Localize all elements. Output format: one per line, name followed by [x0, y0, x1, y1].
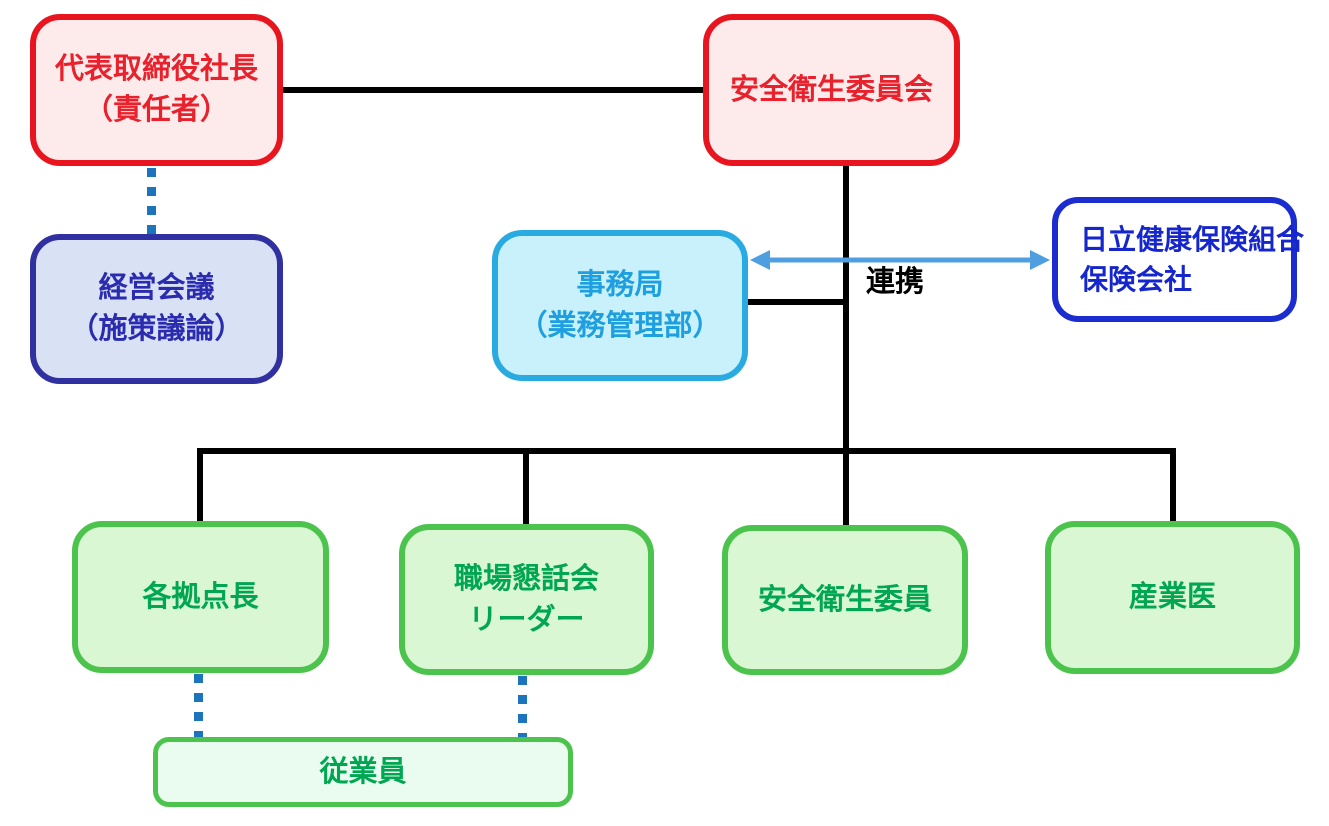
node-president-line2: （責任者）: [83, 94, 229, 126]
dotted-connector-site-employees: [194, 674, 203, 744]
node-safety-committee[interactable]: 安全衛生委員会: [703, 14, 960, 166]
cooperation-label: 連携: [866, 266, 925, 298]
dotted-connector-leaders-employees: [518, 676, 527, 744]
node-president-line1: 代表取締役社長: [54, 53, 258, 86]
connector-secretariat: [746, 299, 846, 305]
cooperation-double-arrow-icon: [750, 250, 1050, 270]
node-management-meeting-line2: （施策議論）: [69, 313, 244, 345]
node-insurance-line2: 保険会社: [1080, 263, 1193, 295]
node-site-managers-label: 各拠点長: [142, 580, 259, 613]
connector-committee-vertical: [843, 164, 849, 527]
node-secretariat-line2: （業務管理部）: [518, 309, 722, 342]
node-employees-label: 従業員: [319, 755, 407, 788]
connector-drop-occupational-physician: [1170, 448, 1176, 524]
node-management-meeting-line1: 経営会議: [98, 272, 215, 305]
node-insurance-partners[interactable]: 日立健康保険組合 保険会社: [1052, 197, 1304, 322]
node-secretariat[interactable]: 事務局 （業務管理部）: [492, 230, 748, 381]
node-workplace-leaders[interactable]: 職場懇話会 リーダー: [399, 524, 654, 675]
node-management-meeting[interactable]: 経営会議 （施策議論）: [30, 234, 283, 384]
node-occupational-physician-label: 産業医: [1128, 581, 1216, 614]
node-safety-members[interactable]: 安全衛生委員: [722, 525, 968, 675]
node-site-managers[interactable]: 各拠点長: [72, 521, 329, 673]
node-occupational-physician[interactable]: 産業医: [1045, 521, 1300, 674]
node-insurance-line1: 日立健康保険組合: [1080, 224, 1305, 256]
node-secretariat-line1: 事務局: [576, 268, 664, 301]
connector-drop-workplace-leaders: [523, 448, 529, 527]
node-workplace-leaders-line2: リーダー: [468, 603, 585, 636]
connector-president-committee: [281, 87, 705, 93]
node-safety-members-label: 安全衛生委員: [757, 583, 932, 616]
connector-drop-site-managers: [197, 448, 203, 524]
connector-distribution: [197, 448, 1176, 454]
node-safety-committee-label: 安全衛生委員会: [729, 73, 933, 106]
dotted-connector-president-management: [147, 168, 156, 234]
node-president[interactable]: 代表取締役社長 （責任者）: [30, 14, 283, 166]
node-employees[interactable]: 従業員: [153, 737, 573, 807]
node-workplace-leaders-line1: 職場懇話会: [453, 562, 599, 595]
